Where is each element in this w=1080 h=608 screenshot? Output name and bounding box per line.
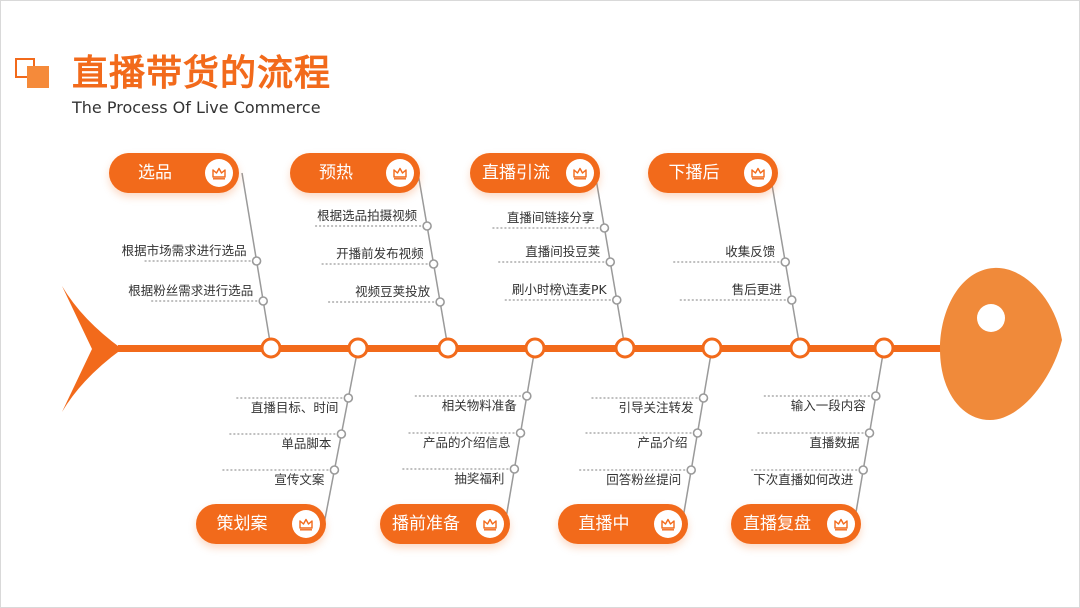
fish-eye [977, 304, 1005, 332]
bottom-stage-pill-1: 策划案 [196, 504, 326, 544]
stage-item-text: 相关物料准备 [441, 398, 517, 413]
stage-item-text: 收集反馈 [725, 244, 776, 259]
branch-joint-dot [258, 296, 269, 306]
branch-joint-dot [599, 223, 610, 233]
spine-node [873, 337, 895, 359]
stage-label: 直播中 [578, 514, 630, 534]
stage-label: 下播后 [668, 163, 720, 183]
branch-joint-dot [611, 295, 622, 305]
spine-node [437, 337, 459, 359]
stage-item-text: 产品介绍 [637, 435, 688, 450]
crown-icon [744, 159, 772, 187]
branch-joint-dot [509, 464, 520, 474]
spine-node [347, 337, 369, 359]
crown-icon [386, 159, 414, 187]
branch-joint-dot [780, 257, 791, 267]
spine-node [701, 337, 723, 359]
bottom-stage-pill-3: 直播中 [558, 504, 688, 544]
fish-tail [62, 286, 122, 412]
stage-item-text: 抽奖福利 [454, 471, 505, 486]
stage-item-text: 直播目标、时间 [250, 400, 339, 415]
stage-item-text: 视频豆荚投放 [355, 284, 431, 299]
fish-head [940, 267, 1062, 420]
stage-item-text: 回答粉丝提问 [606, 472, 682, 487]
stage-item-text: 产品的介绍信息 [422, 435, 511, 450]
spine-node [789, 337, 811, 359]
branch-joint-dot [864, 428, 875, 438]
page-title: 直播带货的流程 [72, 53, 332, 94]
branch-joint-dot [605, 257, 616, 267]
top-stage-pill-1: 选品 [109, 153, 239, 193]
branch-joint-dot [858, 465, 869, 475]
logo-filled-square-icon [27, 66, 49, 88]
spine-node [524, 337, 546, 359]
stage-label: 策划案 [216, 514, 268, 534]
stage-label: 播前准备 [392, 514, 460, 534]
stage-item-text: 单品脚本 [281, 436, 332, 451]
stage-item-text: 下次直播如何改进 [753, 472, 854, 487]
bottom-stage-pill-4: 直播复盘 [731, 504, 861, 544]
stage-item-text: 直播间链接分享 [506, 210, 595, 225]
branch-joint-dot [698, 393, 709, 403]
top-stage-pill-2: 预热 [290, 153, 420, 193]
top-stage-pill-4: 下播后 [648, 153, 778, 193]
stage-label: 直播引流 [482, 163, 550, 183]
crown-icon [566, 159, 594, 187]
page-subtitle: The Process Of Live Commerce [72, 98, 321, 117]
branch-joint-dot [522, 391, 532, 401]
stage-label: 预热 [319, 163, 353, 183]
stage-item-text: 直播数据 [809, 435, 860, 450]
crown-icon [476, 510, 504, 538]
stage-label: 直播复盘 [743, 514, 811, 534]
branch-joint-dot [422, 221, 432, 231]
crown-icon [292, 510, 320, 538]
branch-joint-dot [428, 259, 439, 269]
crown-icon [654, 510, 682, 538]
stage-item-text: 刷小时榜\连麦PK [511, 282, 607, 297]
branch-joint-dot [515, 428, 526, 438]
branch-joint-dot [435, 297, 445, 307]
branch-joint-dot [692, 428, 703, 438]
branch-joint-dot [329, 465, 340, 475]
stage-label: 选品 [138, 163, 172, 183]
crown-icon [205, 159, 233, 187]
stage-item-text: 售后更进 [731, 282, 782, 297]
stage-item-text: 根据市场需求进行选品 [121, 243, 247, 258]
top-stage-pill-3: 直播引流 [470, 153, 600, 193]
spine-node [614, 337, 636, 359]
stage-item-text: 直播间投豆荚 [525, 244, 601, 259]
stage-item-text: 根据粉丝需求进行选品 [128, 283, 254, 298]
branch-joint-dot [686, 465, 697, 475]
crown-icon [827, 510, 855, 538]
branch-joint-dot [871, 391, 881, 401]
stage-item-text: 引导关注转发 [618, 400, 694, 415]
branch-joint-dot [786, 295, 797, 305]
stage-item-text: 根据选品拍摄视频 [317, 208, 418, 223]
bottom-stage-pill-2: 播前准备 [380, 504, 510, 544]
branch-joint-dot [251, 256, 262, 266]
branch-joint-dot [343, 393, 354, 403]
spine-node [260, 337, 282, 359]
stage-item-text: 宣传文案 [274, 472, 325, 487]
stage-item-text: 开播前发布视频 [336, 246, 424, 261]
branch-joint-dot [336, 429, 347, 439]
stage-item-text: 输入一段内容 [790, 398, 866, 413]
